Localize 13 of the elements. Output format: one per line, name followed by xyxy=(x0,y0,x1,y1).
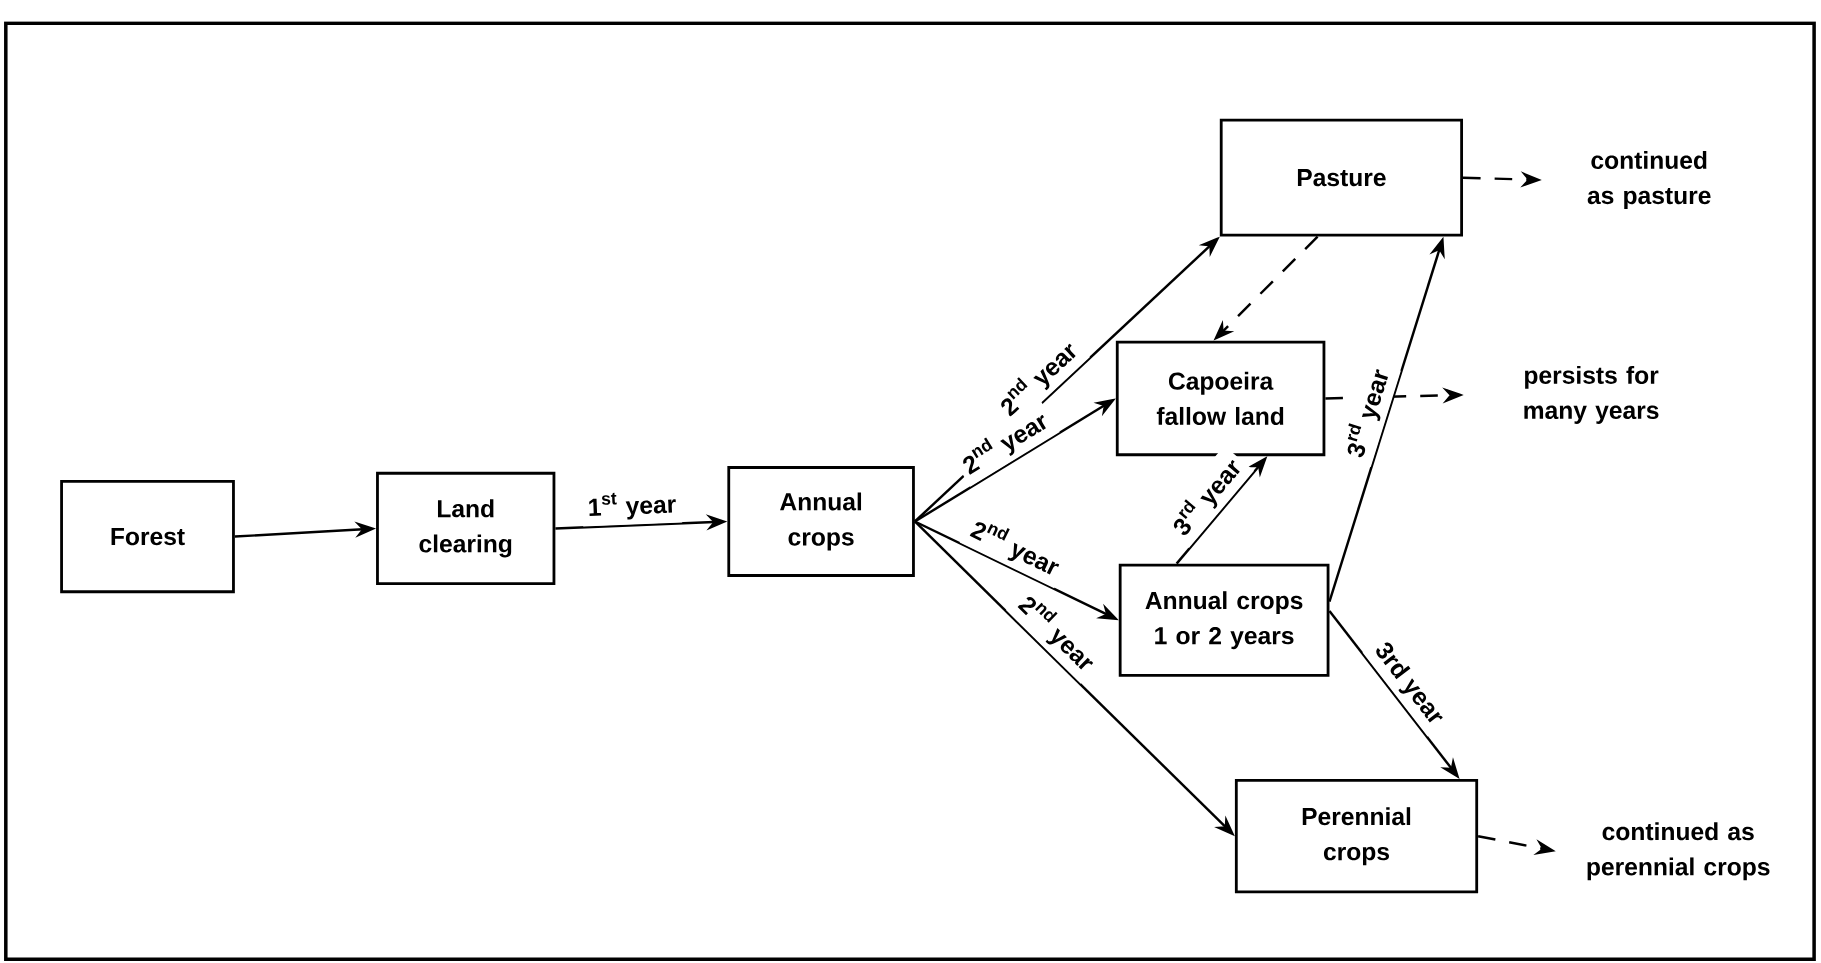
process-box: Pasture xyxy=(1219,118,1463,237)
process-box: Land clearing xyxy=(376,471,556,585)
edge-label: 1$^{st}$ year xyxy=(581,484,683,527)
process-box: Annual crops xyxy=(727,466,915,577)
outcome-text: persists for many years xyxy=(1524,365,1659,424)
process-box: Forest xyxy=(60,480,235,594)
edge-label: 3$^{rd}$ year xyxy=(1333,359,1401,468)
process-box: Perennial crops xyxy=(1234,779,1479,894)
process-box: Capoeira fallow land xyxy=(1115,340,1326,457)
outcome-text: continued as perennial crops xyxy=(1587,822,1770,881)
process-box: Annual crops 1 or 2 years xyxy=(1118,563,1330,677)
edge-label: 2$^{nd}$ year xyxy=(959,507,1072,589)
outcome-text: continued as pasture xyxy=(1587,151,1711,210)
